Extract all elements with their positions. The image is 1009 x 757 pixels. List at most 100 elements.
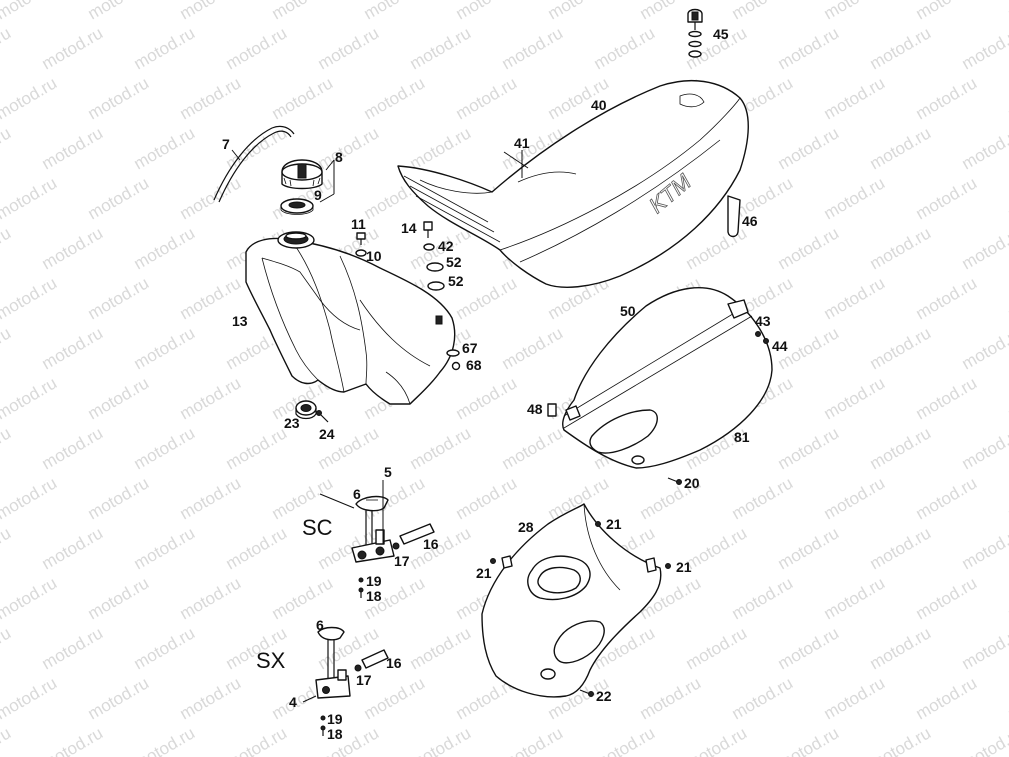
watermark-text: motod.ru bbox=[0, 23, 14, 73]
watermark-text: motod.ru bbox=[959, 23, 1009, 73]
watermark-text: motod.ru bbox=[1005, 273, 1009, 323]
watermark-text: motod.ru bbox=[821, 373, 889, 423]
nut-68 bbox=[451, 361, 461, 371]
watermark-text: motod.ru bbox=[775, 23, 843, 73]
watermark-text: motod.ru bbox=[821, 173, 889, 223]
callout-21-right: 21 bbox=[676, 559, 692, 575]
callout-28: 28 bbox=[518, 519, 534, 535]
watermark-text: motod.ru bbox=[39, 323, 107, 373]
watermark-text: motod.ru bbox=[85, 373, 153, 423]
strap-46 bbox=[727, 195, 741, 238]
watermark-text: motod.ru bbox=[729, 573, 797, 623]
callout-11: 11 bbox=[351, 216, 366, 232]
watermark-text: motod.ru bbox=[85, 673, 153, 723]
watermark-text: motod.ru bbox=[453, 0, 521, 23]
watermark-text: motod.ru bbox=[729, 673, 797, 723]
watermark-text: motod.ru bbox=[131, 23, 199, 73]
watermark-text: motod.ru bbox=[0, 523, 14, 573]
watermark-text: motod.ru bbox=[0, 573, 60, 623]
watermark-text: motod.ru bbox=[959, 423, 1009, 473]
watermark-text: motod.ru bbox=[0, 0, 60, 23]
screw-11 bbox=[356, 232, 366, 245]
watermark-text: motod.ru bbox=[959, 123, 1009, 173]
watermark-text: motod.ru bbox=[683, 623, 751, 673]
watermark-text: motod.ru bbox=[131, 423, 199, 473]
tank-cap bbox=[281, 159, 323, 190]
washer-52-lower bbox=[427, 281, 445, 291]
side-cover bbox=[562, 287, 773, 469]
watermark-text: motod.ru bbox=[775, 523, 843, 573]
watermark-text: motod.ru bbox=[1005, 673, 1009, 723]
watermark-text: motod.ru bbox=[1005, 173, 1009, 223]
watermark-text: motod.ru bbox=[39, 23, 107, 73]
callout-44: 44 bbox=[772, 338, 788, 354]
callout-labels: 7 8 9 11 10 14 42 52 52 13 67 68 23 24 4… bbox=[222, 26, 788, 742]
seat: KTM bbox=[397, 80, 749, 288]
watermark-text: motod.ru bbox=[959, 723, 1009, 757]
screw-21-top bbox=[595, 521, 601, 527]
watermark-text: motod.ru bbox=[821, 73, 889, 123]
watermark-text: motod.ru bbox=[177, 0, 245, 23]
callout-18-sc: 18 bbox=[366, 588, 382, 604]
watermark-text: motod.ru bbox=[867, 723, 935, 757]
watermark-text: motod.ru bbox=[269, 573, 337, 623]
watermark-text: motod.ru bbox=[131, 623, 199, 673]
watermark-text: motod.ru bbox=[591, 23, 659, 73]
callout-8: 8 bbox=[335, 149, 343, 165]
watermark-text: motod.ru bbox=[223, 523, 291, 573]
watermark-text: motod.ru bbox=[913, 173, 981, 223]
fuel-tap-sc bbox=[351, 495, 395, 563]
watermark-text: motod.ru bbox=[39, 523, 107, 573]
callout-14: 14 bbox=[401, 220, 417, 236]
watermark-text: motod.ru bbox=[499, 423, 567, 473]
washer-10 bbox=[355, 249, 367, 257]
watermark-text: motod.ru bbox=[913, 473, 981, 523]
callout-45: 45 bbox=[713, 26, 729, 42]
watermark-text: motod.ru bbox=[39, 723, 107, 757]
watermark-text: motod.ru bbox=[39, 223, 107, 273]
watermark-text: motod.ru bbox=[269, 73, 337, 123]
watermark-text: motod.ru bbox=[913, 673, 981, 723]
clip-48 bbox=[547, 403, 557, 417]
callout-52-upper: 52 bbox=[446, 254, 462, 270]
watermark-text: motod.ru bbox=[867, 323, 935, 373]
watermark-text: motod.ru bbox=[407, 123, 475, 173]
watermark-text: motod.ru bbox=[821, 273, 889, 323]
watermark-text: motod.ru bbox=[959, 523, 1009, 573]
watermark-text: motod.ru bbox=[315, 123, 383, 173]
watermark-text: motod.ru bbox=[683, 523, 751, 573]
callout-43: 43 bbox=[755, 313, 771, 329]
callout-81: 81 bbox=[734, 429, 750, 445]
watermark-text: motod.ru bbox=[407, 23, 475, 73]
screw-24 bbox=[316, 410, 329, 423]
watermark-text: motod.ru bbox=[177, 473, 245, 523]
watermark-text: motod.ru bbox=[361, 0, 429, 23]
watermark-text: motod.ru bbox=[131, 323, 199, 373]
clamp-17-sx bbox=[354, 664, 362, 672]
callout-18-sx: 18 bbox=[327, 726, 343, 742]
callout-6-sc: 6 bbox=[353, 486, 361, 502]
watermark-text: motod.ru bbox=[39, 123, 107, 173]
callout-7: 7 bbox=[222, 136, 230, 152]
bolt-14 bbox=[423, 221, 433, 238]
cap-gasket bbox=[280, 198, 314, 215]
screw-19-sc bbox=[358, 577, 364, 583]
callout-68: 68 bbox=[466, 357, 482, 373]
fuel-hose bbox=[218, 130, 292, 203]
callout-17-sc: 17 bbox=[394, 553, 410, 569]
screw-18-sx bbox=[320, 725, 326, 736]
callout-41: 41 bbox=[514, 135, 530, 151]
callout-17-sx: 17 bbox=[356, 672, 372, 688]
watermark-text: motod.ru bbox=[959, 223, 1009, 273]
screw-22 bbox=[579, 689, 594, 697]
fuel-tap-sx bbox=[315, 626, 351, 699]
watermark-text: motod.ru bbox=[1005, 0, 1009, 23]
watermark-text: motod.ru bbox=[775, 723, 843, 757]
variant-label-sc: SC bbox=[302, 515, 333, 540]
watermark-text: motod.ru bbox=[729, 473, 797, 523]
watermark-text: motod.ru bbox=[0, 323, 14, 373]
watermark-text: motod.ru bbox=[453, 73, 521, 123]
seat-screw-45 bbox=[687, 8, 703, 58]
watermark-text: motod.ru bbox=[545, 0, 613, 23]
